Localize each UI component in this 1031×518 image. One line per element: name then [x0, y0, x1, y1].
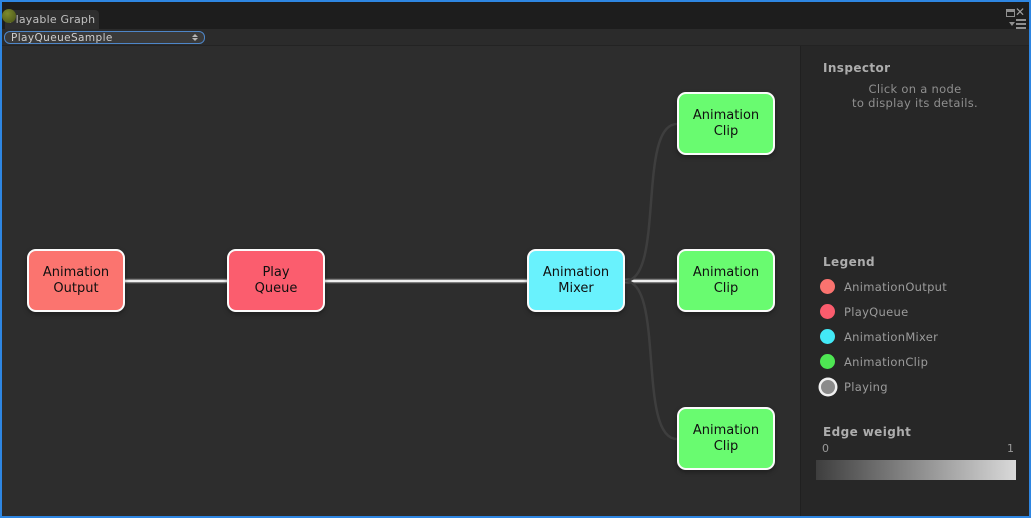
toolbar: PlayQueueSample	[2, 29, 1029, 46]
legend-label: AnimationMixer	[844, 329, 939, 344]
dropdown-arrows-icon	[192, 34, 198, 41]
legend-item: AnimationMixer	[820, 324, 947, 349]
chevron-down-icon	[1009, 22, 1015, 26]
inspector-hint-line2: to display its details.	[852, 95, 978, 110]
legend-label: PlayQueue	[844, 304, 909, 319]
edge-weight-title: Edge weight	[823, 425, 912, 439]
legend-label: AnimationOutput	[844, 279, 948, 294]
close-icon[interactable]: ✕	[1015, 5, 1026, 19]
edge-weight-min: 0	[822, 442, 829, 455]
legend-dot-icon	[820, 329, 835, 344]
legend-item: AnimationOutput	[820, 274, 947, 299]
inspector-hint: Click on a node to display its details.	[801, 82, 1029, 110]
graph-selector-value: PlayQueueSample	[11, 31, 113, 44]
tab-title: Playable Graph	[8, 13, 96, 26]
legend-label: Playing	[844, 379, 888, 394]
hamburger-icon	[1016, 19, 1026, 29]
edge-weight-gradient	[816, 460, 1016, 480]
window-icon	[2, 9, 16, 23]
legend-dot-icon	[820, 304, 835, 319]
inspector-hint-line1: Click on a node	[868, 82, 962, 96]
graph-selector-dropdown[interactable]: PlayQueueSample	[4, 31, 205, 44]
legend-dot-icon	[821, 379, 835, 394]
legend-title: Legend	[823, 255, 876, 269]
maximize-icon[interactable]	[1006, 9, 1015, 17]
edge-weight-max: 1	[1007, 442, 1014, 455]
tab-playable-graph[interactable]: Playable Graph	[5, 10, 99, 29]
legend-item: AnimationClip	[820, 349, 947, 374]
legend-label: AnimationClip	[844, 354, 929, 369]
window-menu-icon[interactable]	[1009, 19, 1026, 29]
edge-weight-scale: 0 1	[816, 442, 1016, 455]
inspector-title: Inspector	[823, 61, 891, 75]
legend-dot-icon	[820, 279, 835, 294]
legend-item: Playing	[820, 374, 947, 399]
inspector-panel: Inspector Click on a node to display its…	[800, 46, 1029, 516]
tab-bar: Playable Graph ✕	[2, 2, 1029, 29]
legend-dot-icon	[820, 354, 835, 369]
legend-item: PlayQueue	[820, 299, 947, 324]
